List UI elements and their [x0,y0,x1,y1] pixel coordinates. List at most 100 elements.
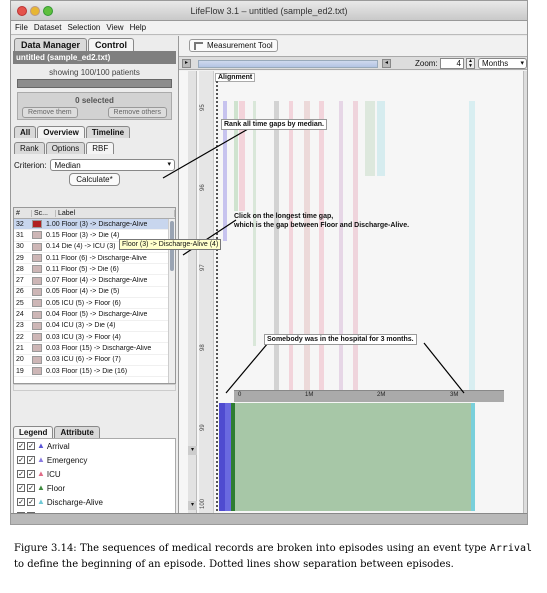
episode-separator [216,81,218,511]
row-color-swatch [32,299,42,308]
remove-them-button[interactable]: Remove them [22,107,78,118]
row-color-swatch [32,287,42,296]
emergency-bar[interactable] [225,403,231,511]
show-checkbox[interactable]: ✓ [17,470,25,478]
col-label[interactable]: Label [56,209,175,217]
floor-stripe [234,101,238,211]
legend-item: ✓✓▲Discharge-Alive [14,495,175,509]
include-checkbox[interactable]: ✓ [27,456,35,464]
row-number: 20 [16,356,24,364]
scroll-right-icon[interactable]: ◂ [382,59,391,68]
table-row[interactable]: 20 0.03 ICU (6) -> Floor (7) [14,355,175,366]
row-label: 0.11 Floor (6) -> Discharge-Alive [46,254,147,262]
measurement-tool-button[interactable]: Measurement Tool [189,39,278,52]
menu-view[interactable]: View [106,23,124,32]
floor-bar[interactable] [231,403,235,511]
control-bar: ▸ ◂ Zoom: 4 ▲▼ Months ▾ [179,56,527,70]
row-label: 0.05 ICU (5) -> Floor (6) [46,299,121,307]
include-checkbox[interactable]: ✓ [27,442,35,450]
canvas-vertical-scrollbar[interactable]: ▾ ▾ [188,71,197,513]
discharge-bar[interactable] [471,403,475,511]
legend-label: ICU [46,469,61,479]
col-score[interactable]: Sc... [32,209,56,217]
triangle-icon: ▲ [37,469,45,478]
lifeflow-canvas[interactable]: ▾ ▾ 95 96 97 98 99 100 Alignment [179,71,527,513]
overview-slider[interactable] [198,60,378,68]
zoom-window-button[interactable] [43,6,53,16]
include-checkbox[interactable]: ✓ [27,484,35,492]
discharge-stripe [377,101,385,176]
include-checkbox[interactable]: ✓ [27,470,35,478]
scroll-down-icon-2[interactable]: ▾ [188,446,197,455]
tab-attribute[interactable]: Attribute [54,426,100,438]
row-color-swatch [32,367,42,375]
remove-others-button[interactable]: Remove others [107,107,167,118]
minimize-window-button[interactable] [30,6,40,16]
tab-all[interactable]: All [14,126,37,138]
axis-tick: 1M [305,392,314,398]
ruler-label: 97 [200,264,206,271]
unit-select[interactable]: Months ▾ [478,58,527,69]
zoom-stepper[interactable]: ▲▼ [466,58,475,69]
arrival-bar[interactable] [219,403,225,511]
row-number: 19 [16,367,24,375]
tab-rbf[interactable]: RBF [86,142,115,154]
floor-discharge-gap[interactable] [235,403,471,511]
tab-timeline[interactable]: Timeline [85,126,131,138]
caption-suffix: to define the beginning of an episode. D… [14,559,454,570]
row-number: 32 [16,220,24,228]
row-number: 21 [16,344,24,352]
menu-dataset[interactable]: Dataset [33,23,62,32]
menu-help[interactable]: Help [129,23,147,32]
selection-box: 0 selected Remove them Remove others [17,92,172,120]
row-label: 0.03 ICU (6) -> Floor (7) [46,356,121,364]
table-horizontal-scrollbar[interactable] [13,384,176,391]
include-checkbox[interactable]: ✓ [27,498,35,506]
col-number[interactable]: # [14,209,32,217]
tab-overview[interactable]: Overview [37,126,85,138]
show-checkbox[interactable]: ✓ [17,484,25,492]
tab-control[interactable]: Control [88,38,135,51]
table-row[interactable]: 29 0.11 Floor (6) -> Discharge-Alive [14,253,175,265]
scroll-down-icon[interactable]: ▾ [188,501,197,510]
criterion-select[interactable]: Median ▾ [50,159,175,171]
ruler-icon [194,42,203,50]
tab-options[interactable]: Options [45,142,86,154]
row-label: 0.15 Floor (3) -> Die (4) [46,231,120,239]
tab-rank[interactable]: Rank [14,142,45,154]
menu-file[interactable]: File [15,23,28,32]
zoom-input[interactable]: 4 [440,58,464,69]
show-checkbox[interactable]: ✓ [17,498,25,506]
tab-legend[interactable]: Legend [13,426,54,438]
dataset-title: untitled (sample_ed2.txt) [13,51,176,64]
annotation-rank: Rank all time gaps by median. [221,119,327,130]
measurement-tool-label: Measurement Tool [207,41,273,50]
show-checkbox[interactable]: ✓ [17,442,25,450]
figure-caption: Figure 3.14: The sequences of medical re… [14,541,532,573]
menu-selection[interactable]: Selection [67,23,101,32]
row-color-swatch [32,344,42,353]
close-window-button[interactable] [17,6,27,16]
calculate-button[interactable]: Calculate* [69,173,120,186]
canvas-right-scrollbar[interactable] [523,71,527,513]
show-checkbox[interactable]: ✓ [17,456,25,464]
row-number: 26 [16,288,24,296]
tab-data-manager[interactable]: Data Manager [14,38,88,51]
selected-count: 0 selected [75,96,114,105]
row-color-swatch [32,310,42,319]
scroll-left-icon[interactable]: ▸ [182,59,191,68]
annotation-click: Click on the longest time gap, which is … [232,212,411,230]
row-number: 29 [16,254,24,262]
